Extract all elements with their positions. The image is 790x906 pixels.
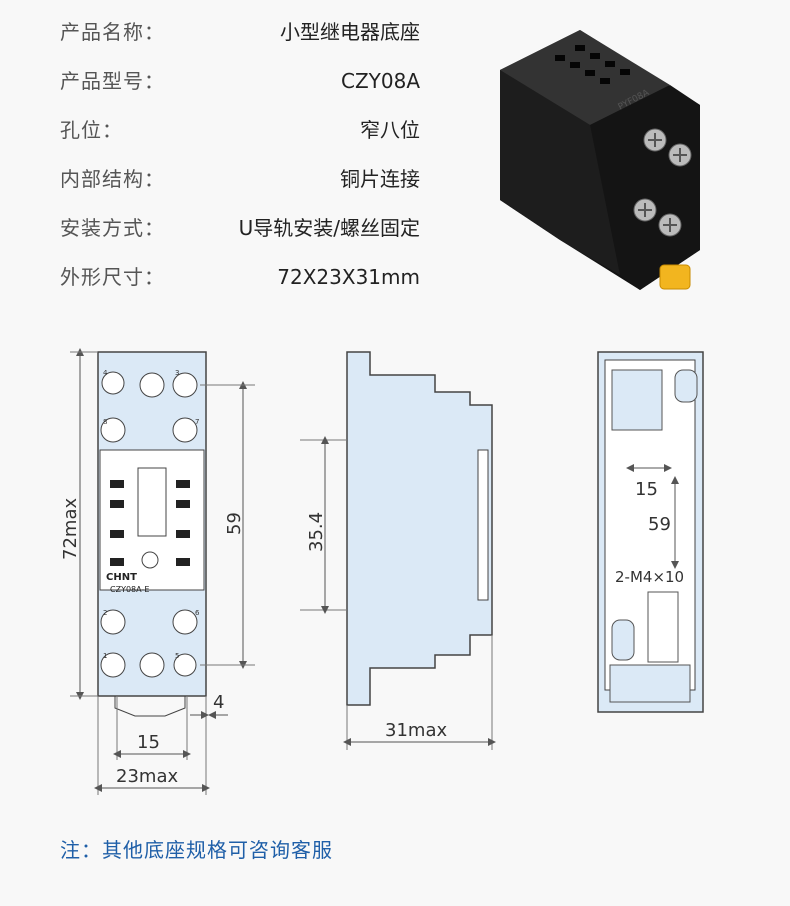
side-view: 35.4 31max <box>300 351 496 750</box>
terminal-number: 4 <box>103 369 108 377</box>
side-height-label: 35.4 <box>306 512 327 552</box>
spec-row: 内部结构： 铜片连接 <box>60 155 420 204</box>
spec-label: 内部结构： <box>60 167 165 191</box>
footer-note: 注：其他底座规格可咨询客服 <box>60 838 333 862</box>
terminal-number: 5 <box>175 652 179 660</box>
spec-label: 产品型号： <box>60 69 165 93</box>
spec-value: 72X23X31mm <box>277 265 420 289</box>
spec-row: 外形尺寸： 72X23X31mm <box>60 253 420 302</box>
front-spacing-label: 59 <box>224 512 245 535</box>
front-offset-label: 4 <box>213 692 224 713</box>
terminal-number: 6 <box>195 609 200 617</box>
product-photo: PYF08A <box>500 30 700 290</box>
front-width-inner-label: 15 <box>137 732 160 753</box>
terminal-number: 2 <box>103 609 107 617</box>
front-brand: CHNT <box>106 572 137 583</box>
back-spacing-h-label: 15 <box>635 479 658 500</box>
spec-row: 产品型号： CZY08A <box>60 57 420 106</box>
front-model: CZY08A-E <box>110 585 149 594</box>
back-spacing-v-label: 59 <box>648 514 671 535</box>
spec-value: U导轨安装/螺丝固定 <box>238 216 420 240</box>
terminal-number: 3 <box>175 369 179 377</box>
terminal-number: 8 <box>103 418 107 426</box>
spec-value: CZY08A <box>340 69 420 93</box>
spec-label: 外形尺寸： <box>60 265 165 289</box>
terminal-number: 7 <box>195 418 199 426</box>
spec-table: 产品名称： 小型继电器底座 产品型号： CZY08A 孔位： 窄八位 内部结构：… <box>60 8 420 302</box>
spec-label: 安装方式： <box>60 216 165 240</box>
front-width-outer-label: 23max <box>116 766 178 787</box>
spec-label: 孔位： <box>60 118 123 142</box>
spec-row: 产品名称： 小型继电器底座 <box>60 8 420 57</box>
spec-label: 产品名称： <box>60 20 165 44</box>
terminal-number: 1 <box>103 652 107 660</box>
side-depth-label: 31max <box>385 720 447 741</box>
back-screw-label: 2-M4×10 <box>615 568 684 586</box>
spec-row: 安装方式： U导轨安装/螺丝固定 <box>60 204 420 253</box>
front-height-label: 72max <box>60 498 81 560</box>
spec-value: 小型继电器底座 <box>280 20 420 44</box>
spec-value: 铜片连接 <box>340 167 420 191</box>
spec-value: 窄八位 <box>360 118 420 142</box>
spec-row: 孔位： 窄八位 <box>60 106 420 155</box>
back-view: 15 59 2-M4×10 <box>597 351 704 713</box>
